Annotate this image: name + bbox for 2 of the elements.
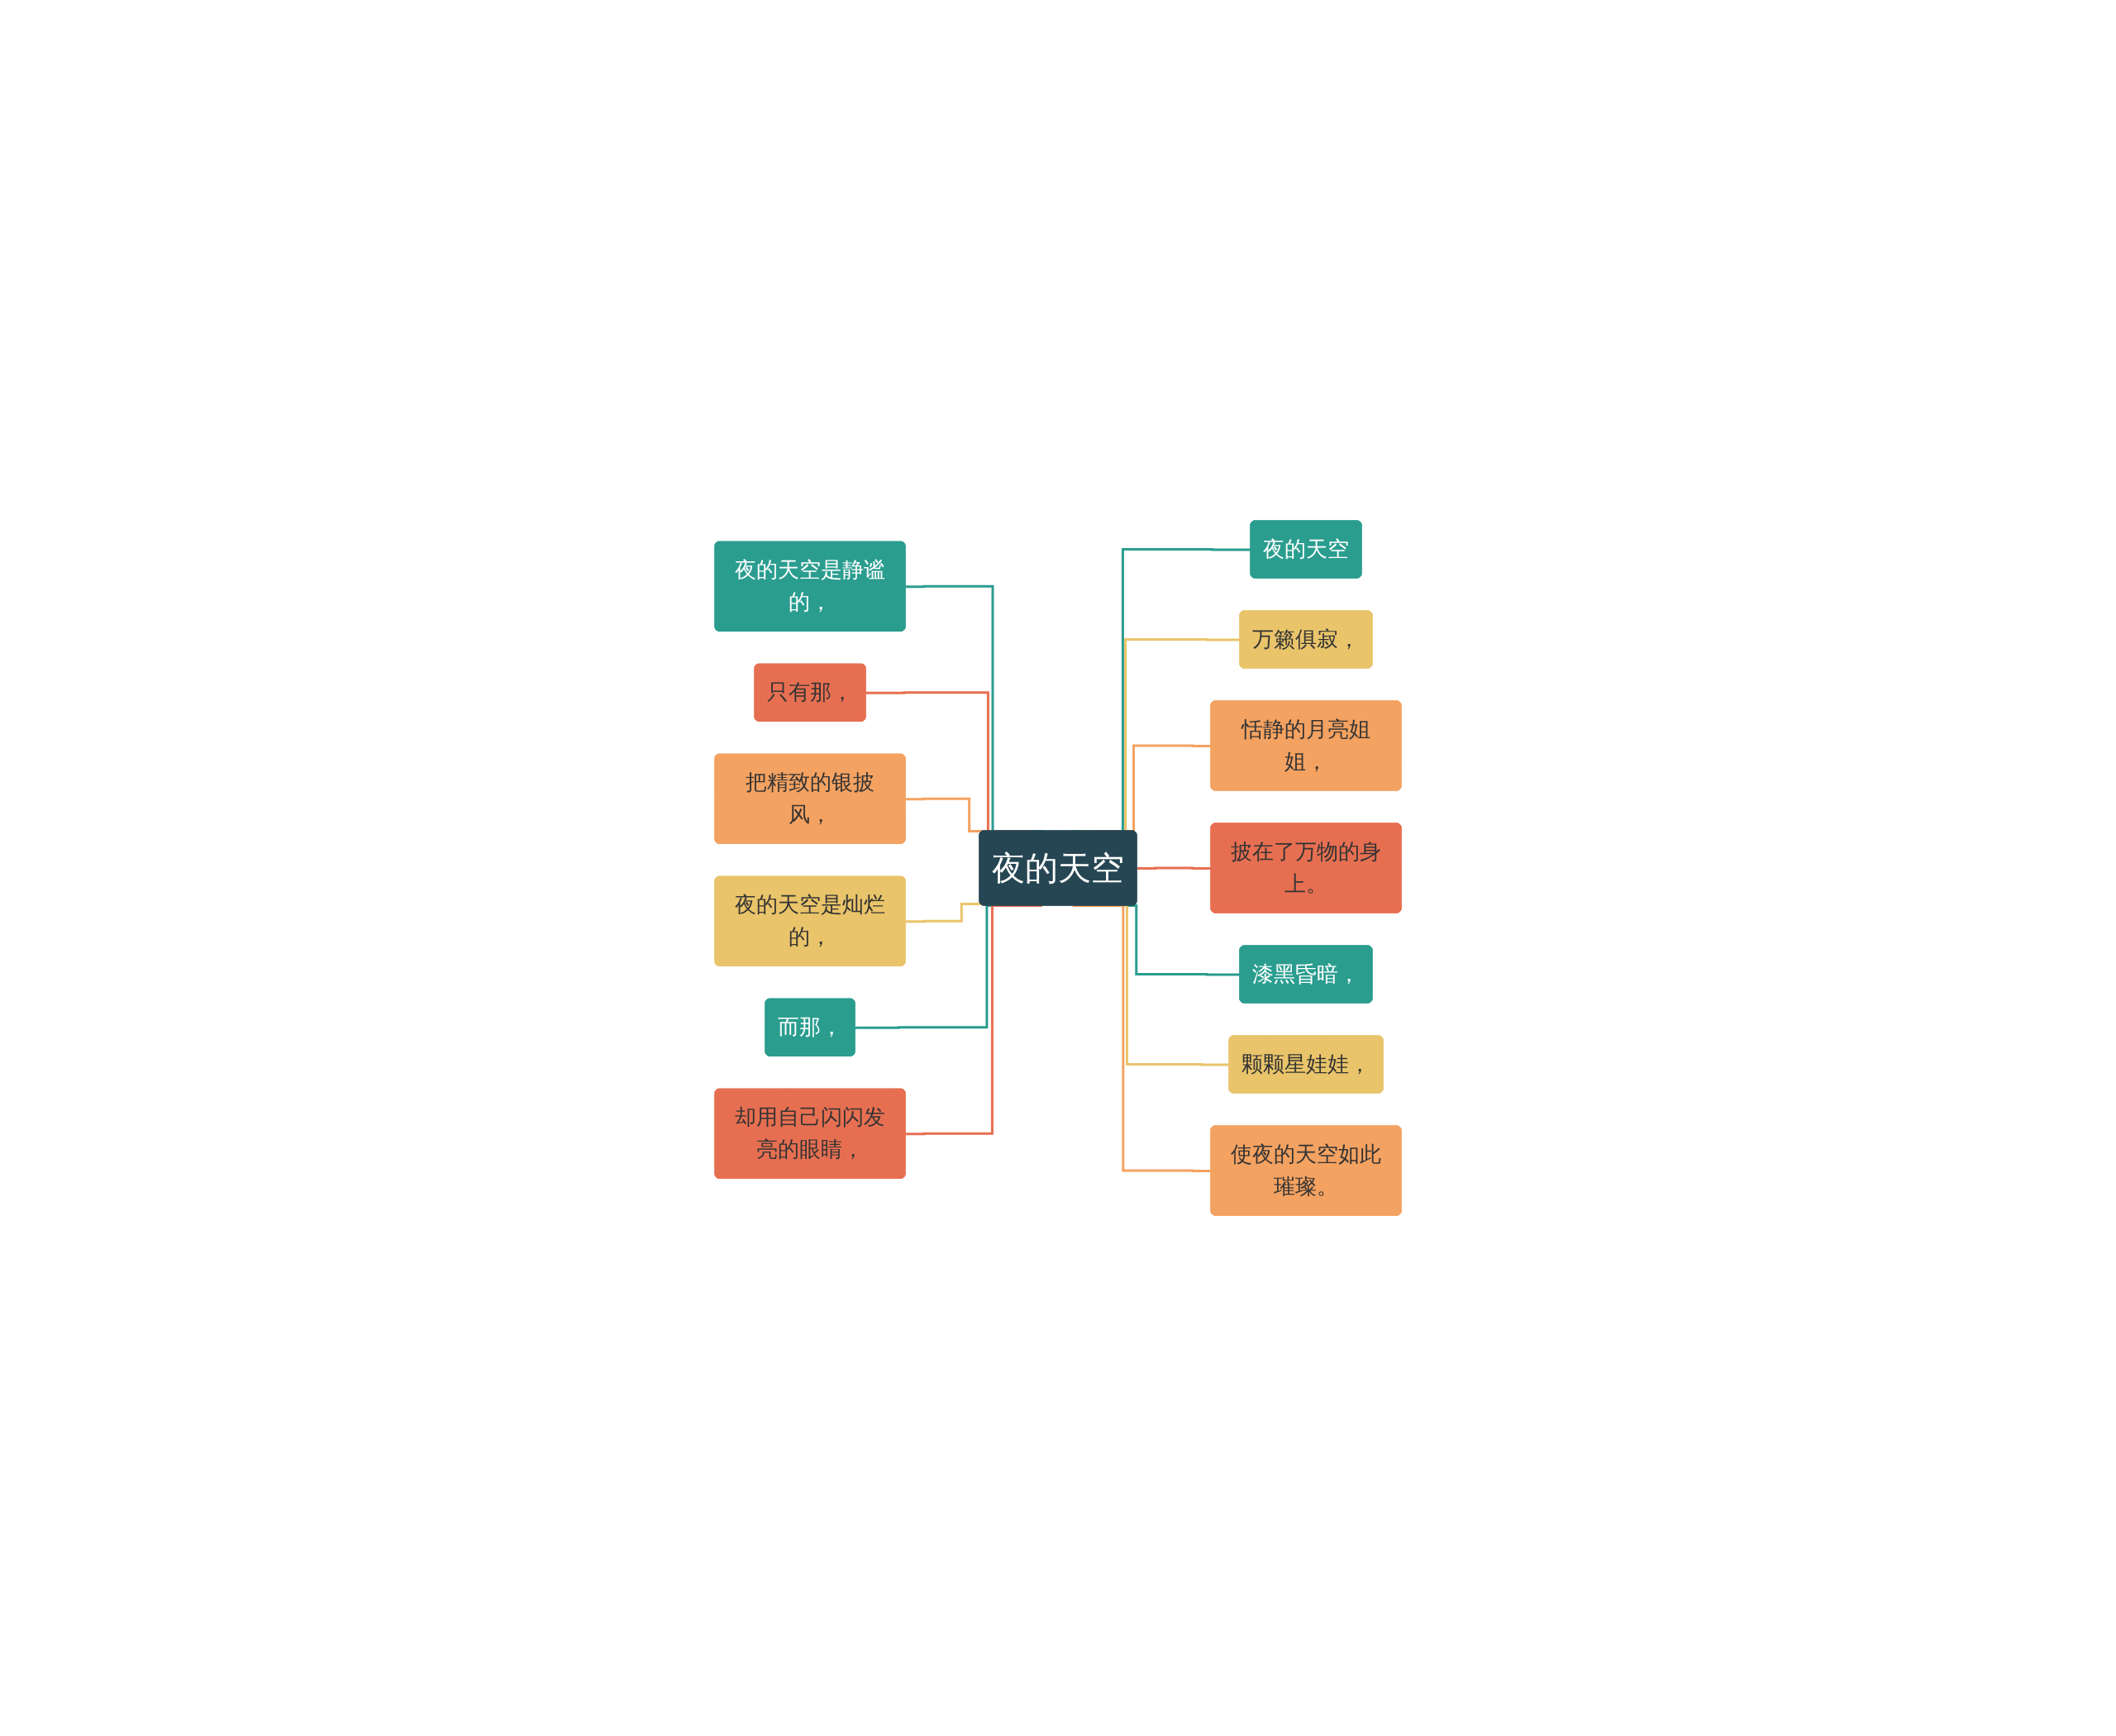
connector: [1137, 866, 1212, 870]
connector: [905, 903, 981, 923]
